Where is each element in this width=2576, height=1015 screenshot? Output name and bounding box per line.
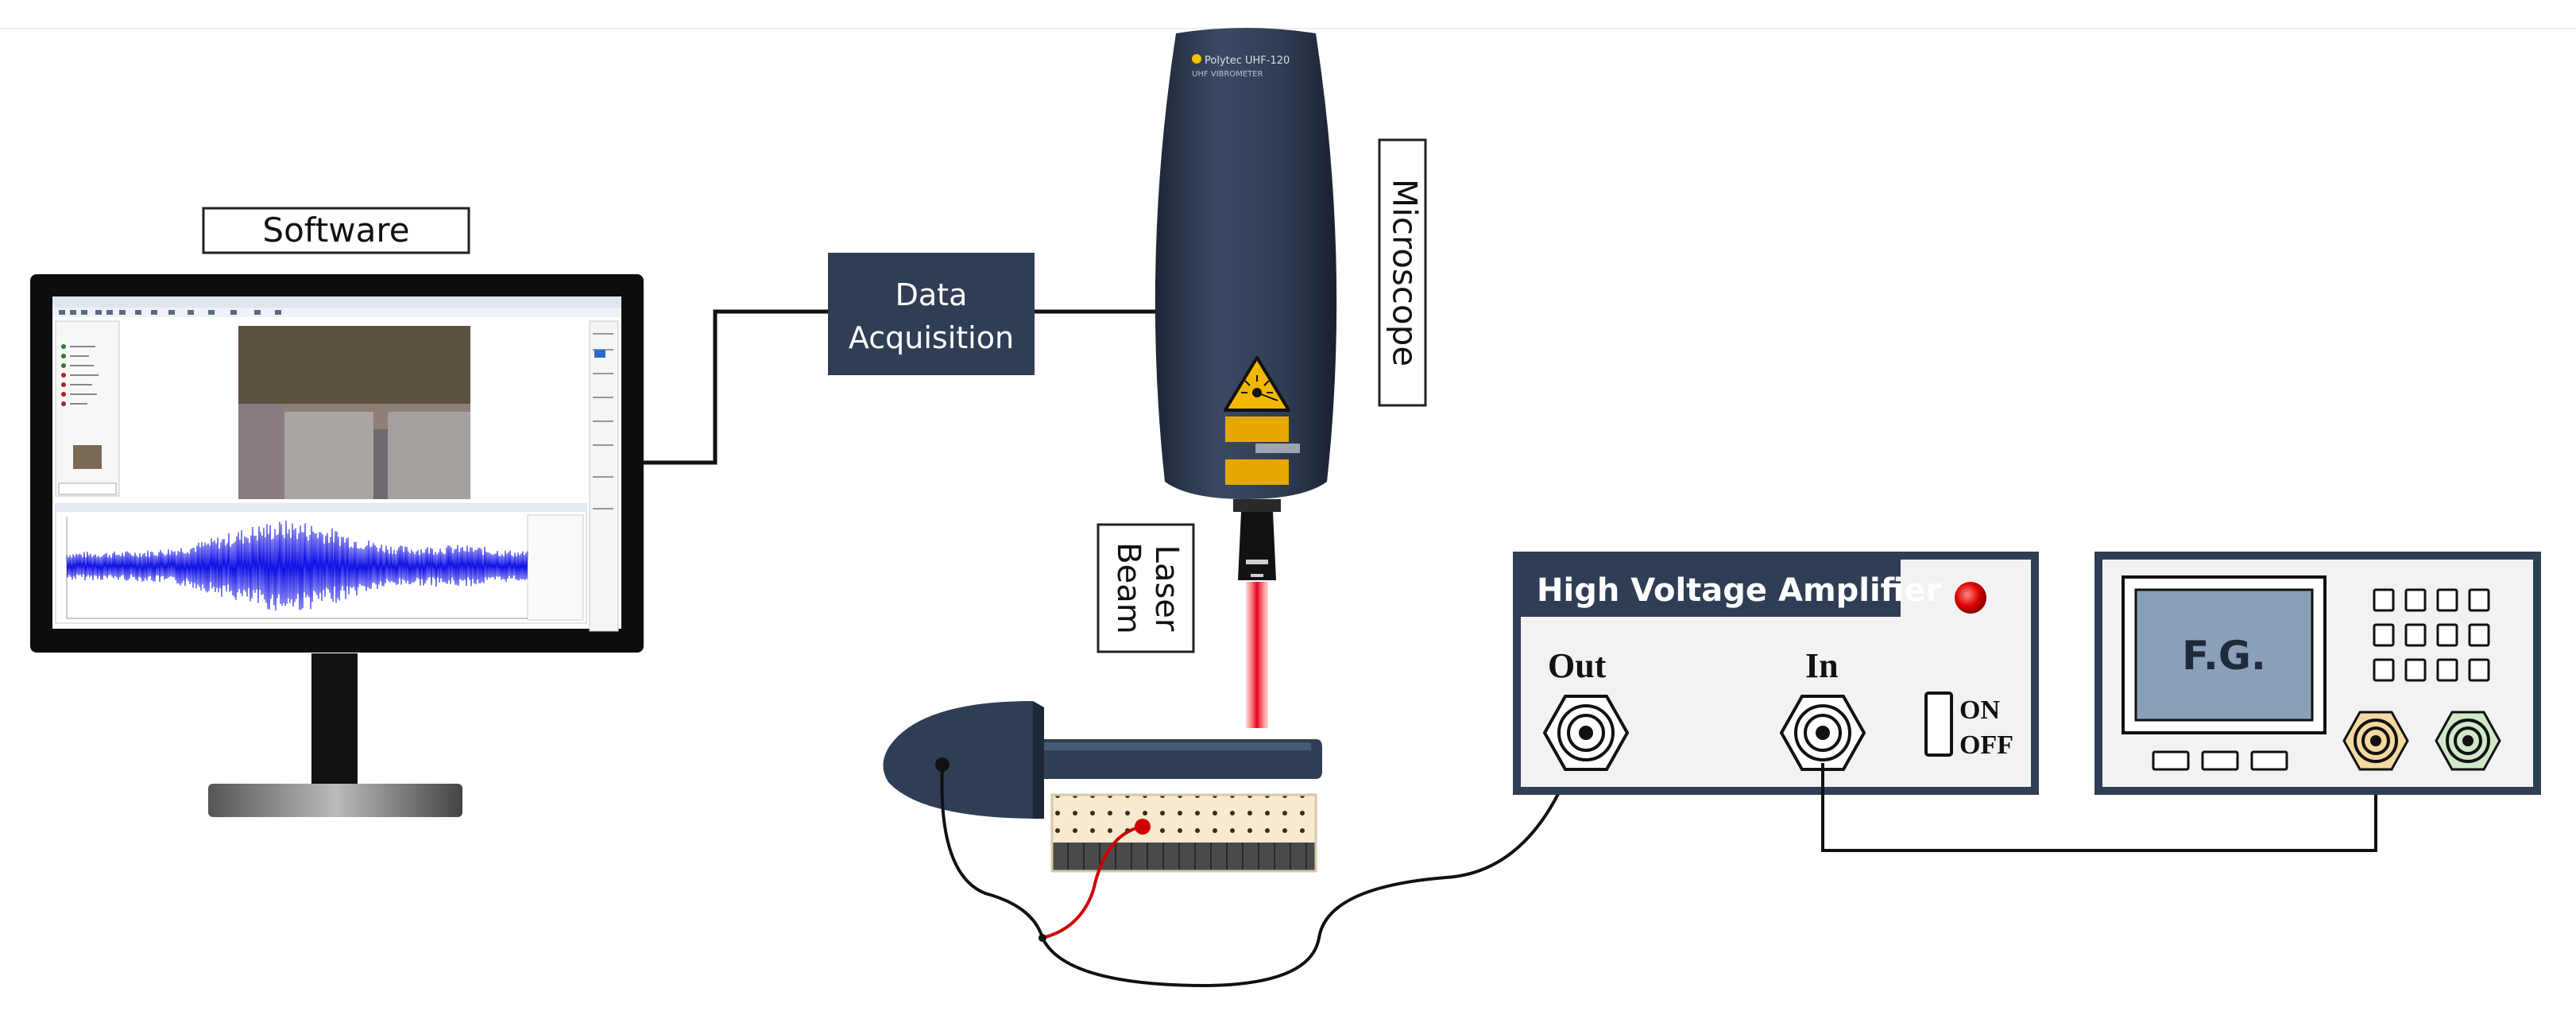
bnc-connector-icon[interactable] <box>1779 695 1866 771</box>
microscope-label-box: Microscope <box>1378 138 1427 407</box>
laser-beam-label-box: Laser Beam <box>1097 523 1195 653</box>
microscope-icon: Polytec UHF-120 UHF VIBROMETER <box>1155 28 1337 580</box>
svg-text:Beam: Beam <box>1110 542 1147 634</box>
microscope-label: Microscope <box>1386 179 1425 366</box>
fg-buttons[interactable] <box>2152 750 2288 771</box>
amplifier-title-bar <box>1521 560 1901 617</box>
electrode-wire <box>1042 825 1143 939</box>
in-label: In <box>1805 646 1839 685</box>
cantilever-clamp-icon <box>883 701 1322 873</box>
fg-keypad[interactable] <box>2373 588 2490 682</box>
cable-monitor-daq <box>644 309 828 465</box>
cable-specimen-amplifier <box>1041 730 1584 988</box>
fg-screen-label: F.G. <box>2182 633 2266 679</box>
svg-text:Acquisition: Acquisition <box>849 320 1014 355</box>
power-led-icon <box>1955 582 1986 614</box>
toggle-switch-icon[interactable] <box>1924 692 1953 757</box>
svg-text:Polytec UHF-120: Polytec UHF-120 <box>1205 55 1290 67</box>
svg-text:Data: Data <box>895 277 968 312</box>
bnc-connector-icon[interactable] <box>2342 711 2409 771</box>
on-label: ON <box>1959 695 2000 725</box>
laser-beam <box>1246 582 1268 728</box>
fg-screen <box>2134 588 2314 722</box>
data-acquisition-box: Data Acquisition <box>828 253 1035 375</box>
software-label: Software <box>262 211 409 250</box>
function-generator: F.G. <box>2094 552 2541 795</box>
bnc-connector-icon[interactable] <box>1542 695 1630 771</box>
software-label-box: Software <box>202 207 470 254</box>
cable-amplifier-fg <box>1821 747 2377 852</box>
ground-wire <box>940 764 1044 939</box>
high-voltage-amplifier: High Voltage Amplifier Out In ON OFF <box>1513 552 2039 795</box>
svg-text:UHF VIBROMETER: UHF VIBROMETER <box>1192 70 1263 79</box>
bnc-connector-icon[interactable] <box>2435 711 2501 771</box>
laser-warning-icon <box>1224 356 1290 412</box>
monitor-icon <box>30 274 644 817</box>
svg-text:Laser: Laser <box>1148 545 1185 632</box>
out-label: Out <box>1548 646 1607 685</box>
vibration-signal-trace <box>66 520 528 611</box>
off-label: OFF <box>1959 730 2013 760</box>
amplifier-title: High Voltage Amplifier <box>1537 572 1941 609</box>
